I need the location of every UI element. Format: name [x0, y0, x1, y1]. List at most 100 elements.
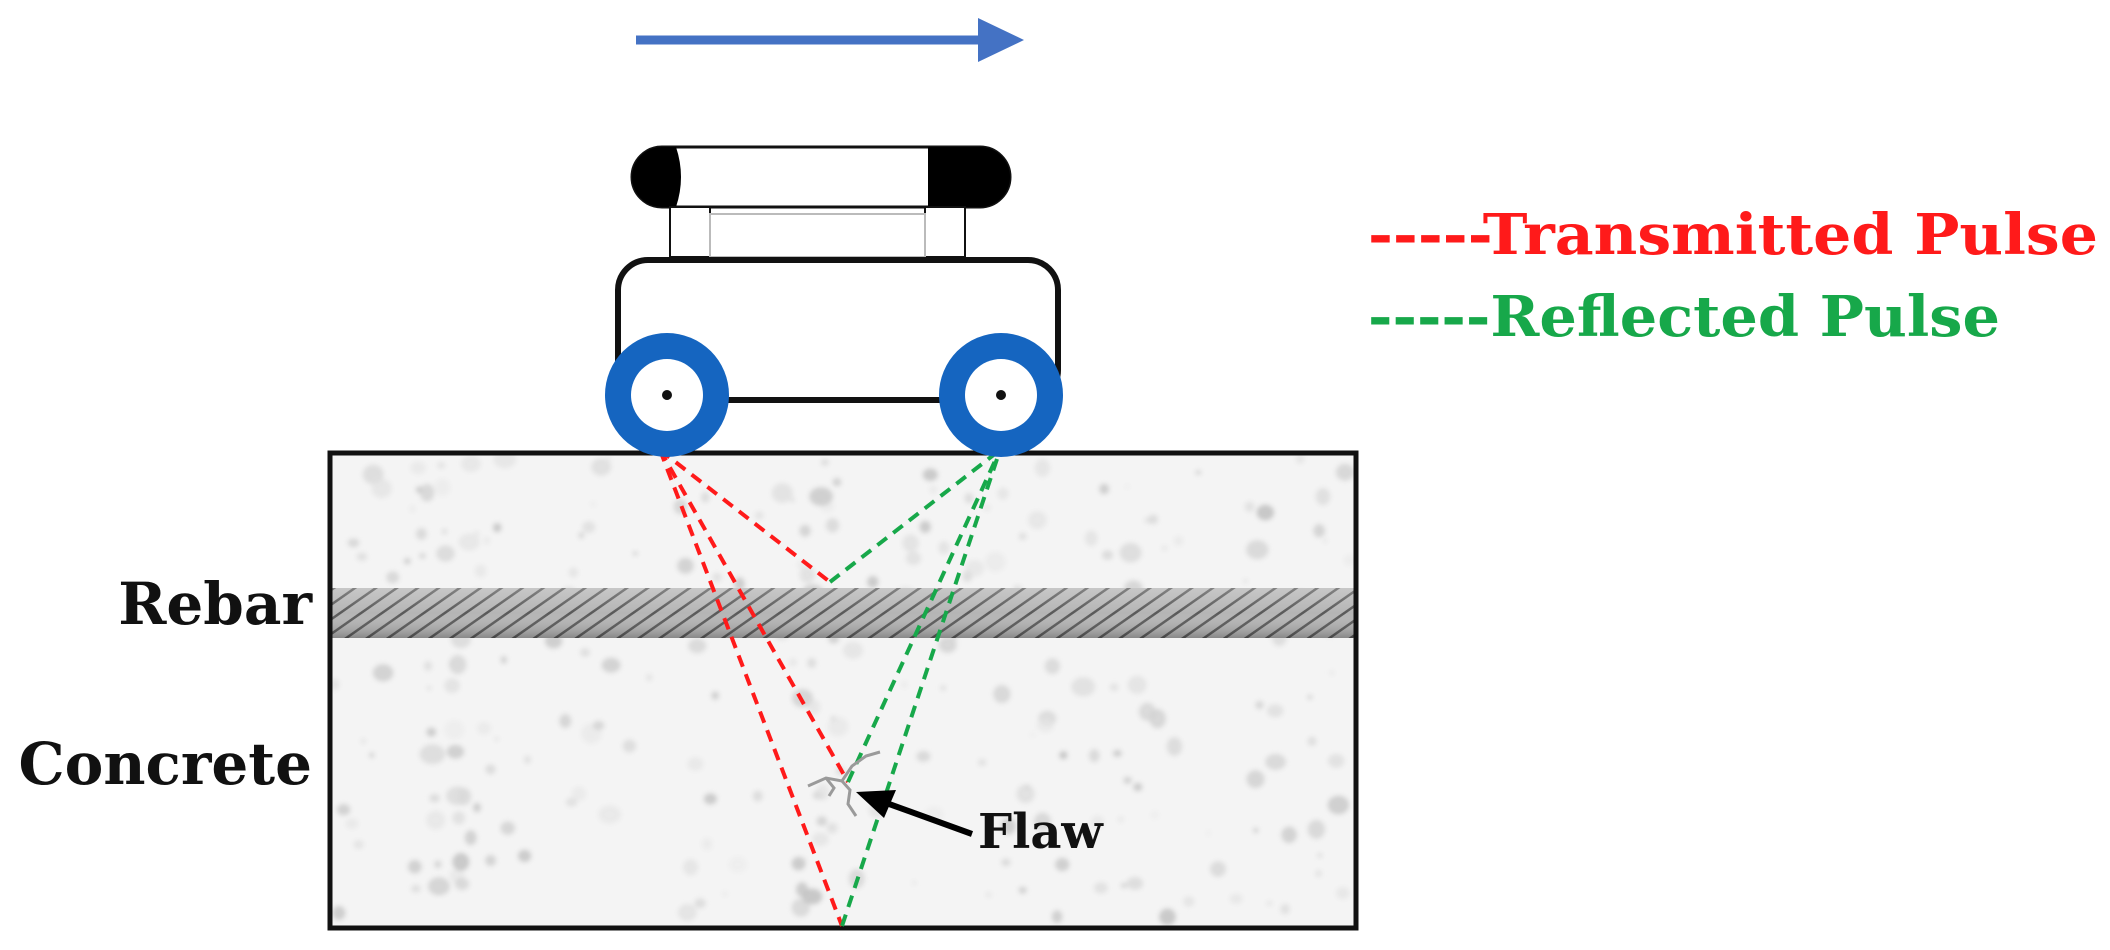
aggregate-speck: [1133, 782, 1143, 792]
aggregate-speck: [578, 532, 585, 539]
aggregate-speck: [1246, 770, 1265, 789]
aggregate-speck: [360, 738, 367, 745]
aggregate-speck: [1295, 454, 1305, 464]
robot-top-cap-right: [928, 147, 1010, 207]
aggregate-speck: [1281, 826, 1297, 843]
aggregate-speck: [518, 849, 532, 863]
aggregate-speck: [1150, 811, 1159, 819]
aggregate-speck: [965, 560, 984, 577]
aggregate-speck: [1051, 910, 1063, 923]
aggregate-speck: [1125, 484, 1130, 489]
aggregate-speck: [1315, 869, 1322, 878]
aggregate-speck: [1166, 737, 1182, 756]
aggregate-speck: [1001, 858, 1011, 867]
aggregate-speck: [929, 485, 937, 494]
aggregate-speck: [1035, 458, 1050, 477]
aggregate-speck: [771, 483, 793, 503]
aggregate-speck: [1119, 542, 1142, 563]
aggregate-speck: [1210, 861, 1226, 877]
aggregate-speck: [483, 537, 491, 545]
aggregate-speck: [1315, 488, 1331, 506]
aggregate-speck: [1120, 882, 1128, 889]
aggregate-speck: [1243, 578, 1248, 584]
aggregate-speck: [418, 552, 427, 560]
aggregate-speck: [1148, 514, 1159, 525]
aggregate-speck: [356, 552, 368, 561]
aggregate-speck: [646, 673, 653, 682]
aggregate-speck: [807, 658, 817, 668]
aggregate-speck: [590, 501, 596, 507]
aggregate-speck: [919, 520, 931, 533]
aggregate-speck: [701, 492, 710, 503]
aggregate-speck: [683, 859, 698, 876]
aggregate-speck: [815, 783, 830, 801]
aggregate-speck: [687, 757, 704, 771]
aggregate-speck: [1265, 753, 1286, 770]
aggregate-speck: [1256, 504, 1275, 521]
aggregate-speck: [940, 685, 947, 691]
aggregate-speck: [452, 853, 470, 871]
aggregate-speck: [449, 655, 467, 675]
aggregate-speck: [568, 567, 579, 578]
aggregate-speck: [688, 638, 707, 654]
aggregate-speck: [722, 891, 729, 897]
aggregate-speck: [485, 764, 496, 775]
aggregate-speck: [461, 455, 481, 472]
aggregate-speck: [419, 744, 446, 764]
aggregate-speck: [1091, 815, 1104, 828]
robot-neck: [709, 213, 926, 258]
aggregate-speck: [429, 794, 440, 803]
aggregate-speck: [500, 821, 515, 835]
aggregate-speck: [1327, 795, 1350, 815]
robot-wheel-right: [939, 333, 1063, 457]
aggregate-speck: [1229, 893, 1243, 904]
aggregate-speck: [524, 755, 531, 764]
aggregate-speck: [938, 541, 950, 555]
aggregate-speck: [712, 572, 722, 582]
aggregate-speck: [330, 678, 340, 691]
aggregate-speck: [420, 484, 435, 502]
aggregate-speck: [591, 458, 612, 476]
aggregate-speck: [1253, 827, 1259, 833]
aggregate-speck: [1173, 536, 1184, 546]
legend-reflected-pulse: -----Reflected Pulse: [1368, 284, 2000, 350]
aggregate-speck: [1244, 501, 1255, 512]
aggregate-speck: [1307, 736, 1317, 746]
aggregate-speck: [1307, 820, 1325, 839]
aggregate-speck: [1089, 749, 1100, 763]
transmitted-pulse-paths: [658, 448, 850, 927]
aggregate-speck: [371, 478, 392, 499]
robot-wheel-left: [605, 333, 729, 457]
aggregate-speck: [458, 533, 480, 551]
aggregate-speck: [1267, 704, 1284, 718]
robot-post-left: [669, 206, 711, 258]
aggregate-speck: [485, 855, 496, 866]
aggregate-speck: [789, 658, 797, 667]
aggregate-speck: [622, 739, 637, 753]
aggregate-speck: [1195, 470, 1202, 475]
aggregate-speck: [790, 497, 795, 503]
aggregate-speck: [1109, 683, 1119, 692]
aggregate-speck: [799, 566, 815, 584]
aggregate-speck: [799, 524, 811, 537]
aggregate-speck: [1059, 751, 1068, 760]
rebar-bar: [330, 588, 1356, 638]
aggregate-speck: [580, 648, 590, 657]
aggregate-speck: [386, 571, 400, 584]
aggregate-speck: [993, 685, 1011, 704]
aggregate-speck: [807, 699, 821, 715]
aggregate-speck: [678, 904, 697, 921]
aggregate-speck: [493, 523, 502, 533]
aggregate-speck: [1307, 694, 1313, 700]
aggregate-speck: [701, 838, 713, 850]
aggregate-speck: [347, 538, 360, 548]
pulse-legend: -----Transmitted Pulse -----Reflected Pu…: [1368, 202, 2098, 350]
aggregate-speck: [711, 691, 719, 700]
aggregate-speck: [1336, 887, 1350, 900]
aggregate-speck: [1138, 702, 1156, 721]
aggregate-speck: [559, 714, 572, 728]
aggregate-speck: [409, 505, 416, 513]
aggregate-speck: [446, 744, 465, 759]
aggregate-speck: [809, 487, 833, 506]
aggregate-speck: [372, 664, 394, 682]
